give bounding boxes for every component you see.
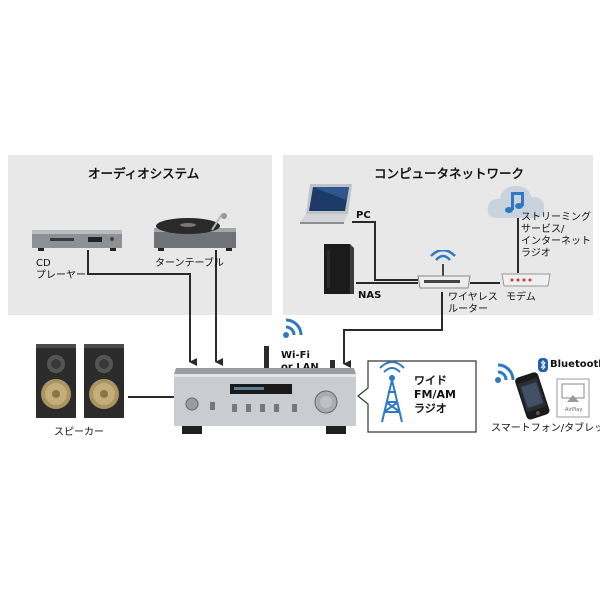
radio-tower-icon <box>379 361 405 423</box>
radio-bubble <box>357 360 477 433</box>
modem-label: モデム <box>506 292 536 303</box>
bluetooth-badge: Bluetooth <box>538 358 600 372</box>
av-receiver <box>174 346 356 434</box>
router-label: ワイヤレス ルーター <box>448 292 498 315</box>
wifi-lan-label: Wi-Fi or LAN <box>281 350 319 373</box>
streaming-label: ストリーミング サービス/ インターネット ラジオ <box>521 212 591 259</box>
wireless-router <box>417 250 471 289</box>
music-note-icon <box>505 192 524 213</box>
pc-laptop <box>300 184 352 224</box>
speaker-right <box>84 344 124 418</box>
airplay-icon <box>556 378 590 418</box>
wifi-icon <box>283 318 303 338</box>
smartphone <box>515 372 550 420</box>
router-to-receiver-line <box>343 292 443 368</box>
speakers-label: スピーカー <box>54 427 104 438</box>
turntable <box>154 213 236 251</box>
cd-player-label: CD プレーヤー <box>36 258 86 281</box>
cd-to-receiver-line <box>87 250 197 366</box>
nas-device <box>324 244 354 294</box>
bluetooth-icon <box>538 358 548 372</box>
computer-network-title: コンピュータネットワーク <box>374 166 525 181</box>
speakers <box>36 344 124 418</box>
radio-label: ワイド FM/AM ラジオ <box>414 374 456 415</box>
smartphone-label: スマートフォン/タブレット <box>491 423 600 434</box>
smartphone-wifi-icon <box>495 363 515 383</box>
airplay-label: AirPlay <box>565 407 583 413</box>
modem <box>501 273 551 287</box>
cd-player <box>32 230 122 251</box>
nas-label: NAS <box>358 290 382 301</box>
speaker-left <box>36 344 76 418</box>
audio-system-title: オーディオシステム <box>88 166 200 181</box>
pc-label: PC <box>356 210 371 221</box>
turntable-label: ターンテーブル <box>155 258 224 269</box>
bluetooth-label: Bluetooth <box>550 359 600 370</box>
pc-to-router-line <box>352 221 418 281</box>
cloud-icon <box>487 186 544 218</box>
